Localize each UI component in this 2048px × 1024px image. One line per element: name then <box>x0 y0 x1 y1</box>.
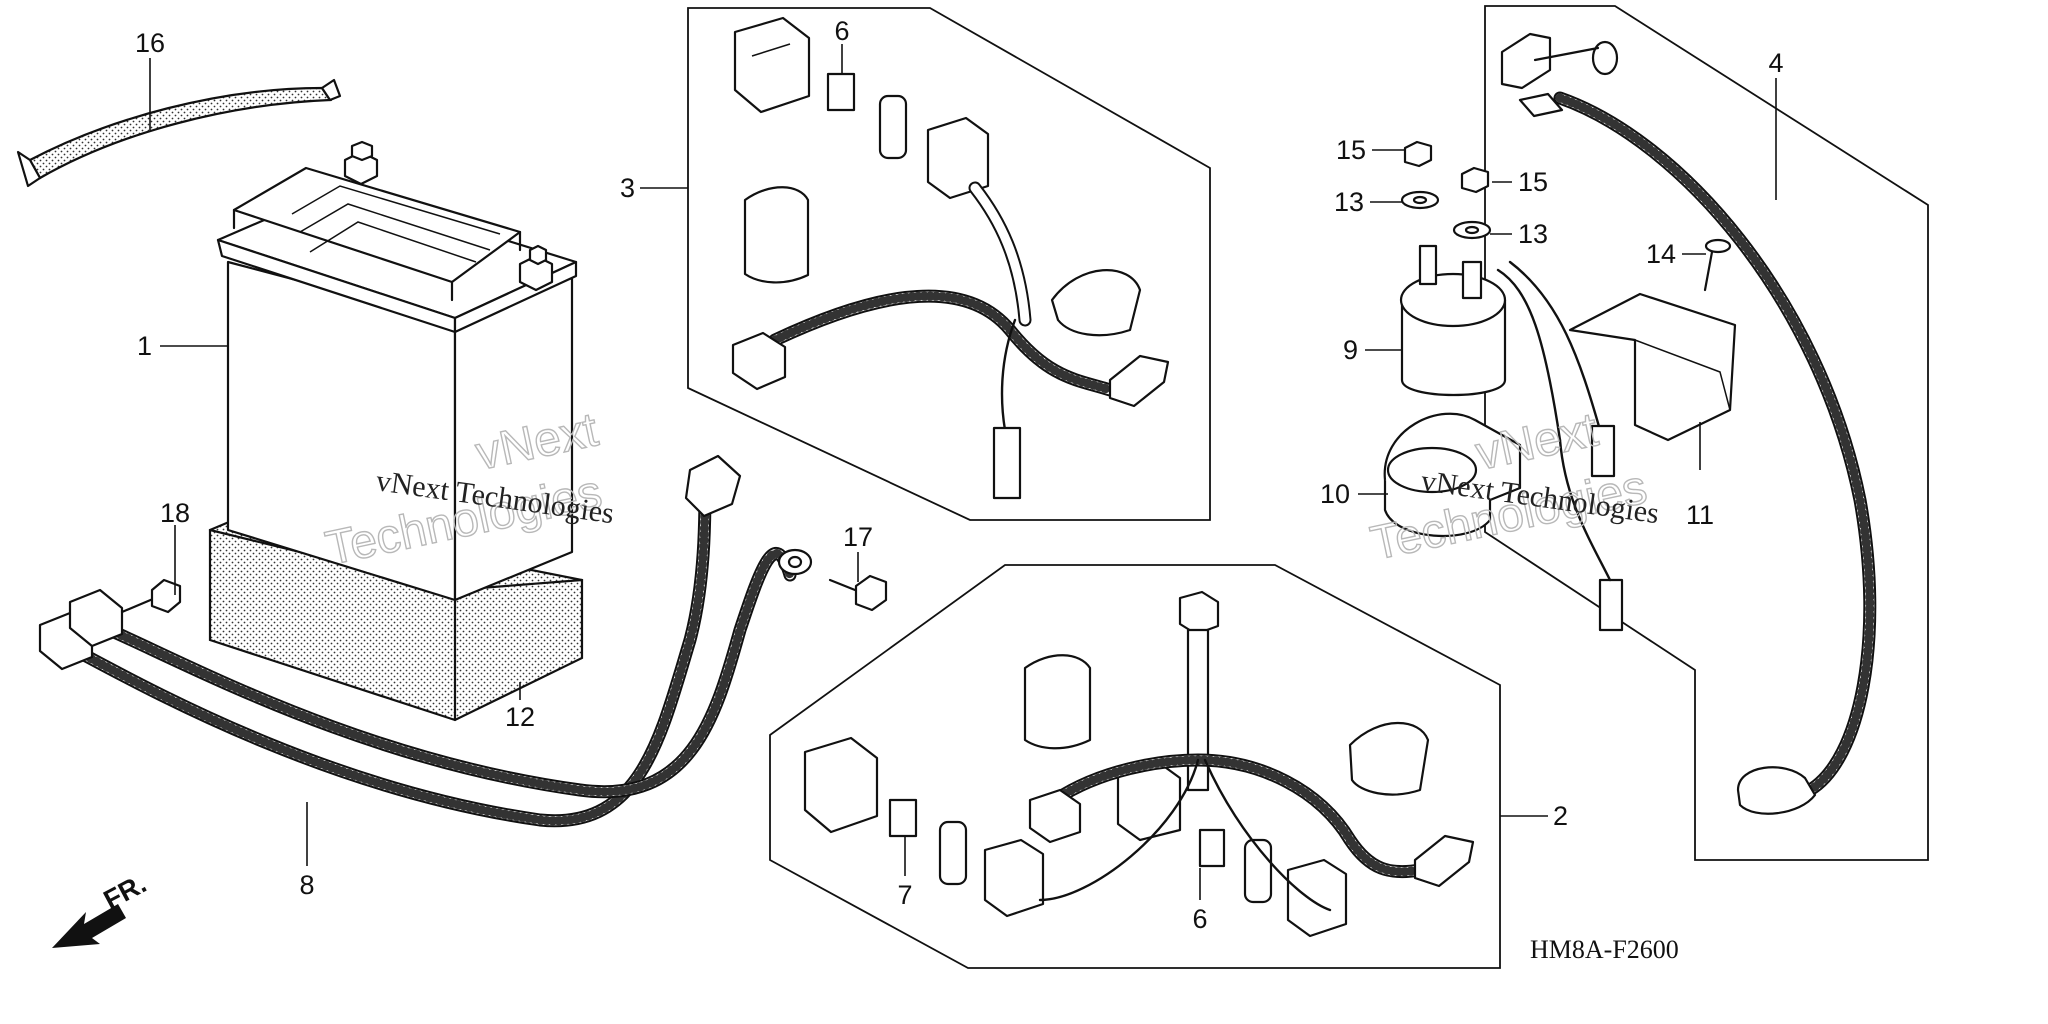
harness-2-frame <box>769 564 1501 969</box>
callout-18: 18 <box>160 498 190 528</box>
callout-3: 3 <box>620 173 635 203</box>
callout-10: 10 <box>1320 479 1350 509</box>
bolt-17 <box>828 574 888 612</box>
harness-3-frame <box>687 7 1211 521</box>
harness-3-parts <box>731 16 1170 500</box>
callout-8: 8 <box>299 870 314 900</box>
callout-15-left: 15 <box>1336 135 1366 165</box>
diagram-code: HM8A-F2600 <box>1530 935 1679 964</box>
callout-9: 9 <box>1343 335 1358 365</box>
direction-label: FR. <box>99 868 151 915</box>
callout-6-top: 6 <box>834 16 849 46</box>
starter-solenoid-9 <box>1399 244 1624 632</box>
cable-4-frame <box>1484 5 1929 861</box>
callout-13-right: 13 <box>1518 219 1548 249</box>
callout-1: 1 <box>137 331 152 361</box>
callout-6-bottom: 6 <box>1192 904 1207 934</box>
callout-17: 17 <box>843 522 873 552</box>
battery-1 <box>216 140 578 602</box>
screw-14 <box>1703 238 1732 292</box>
callout-14: 14 <box>1646 239 1676 269</box>
callout-16: 16 <box>135 28 165 58</box>
callout-2: 2 <box>1553 801 1568 831</box>
callout-13-left: 13 <box>1334 187 1364 217</box>
battery-cables-8 <box>38 454 813 828</box>
solenoid-rubber-10 <box>1383 412 1522 538</box>
starter-cable-4 <box>1500 32 1877 815</box>
callout-15-right: 15 <box>1518 167 1548 197</box>
callout-12: 12 <box>505 702 535 732</box>
callout-4: 4 <box>1768 48 1783 78</box>
watermark-right-line1: vNext <box>1471 403 1602 480</box>
solenoid-cover-11 <box>1568 292 1737 442</box>
callout-7: 7 <box>897 880 912 910</box>
leader-lines <box>149 44 1777 900</box>
harness-2-parts <box>803 590 1475 938</box>
front-direction-arrow <box>52 904 126 948</box>
nuts-washers-13-15 <box>1400 140 1492 240</box>
bolt-18 <box>120 578 182 614</box>
callout-11: 11 <box>1686 500 1714 530</box>
battery-band-16 <box>16 78 342 188</box>
